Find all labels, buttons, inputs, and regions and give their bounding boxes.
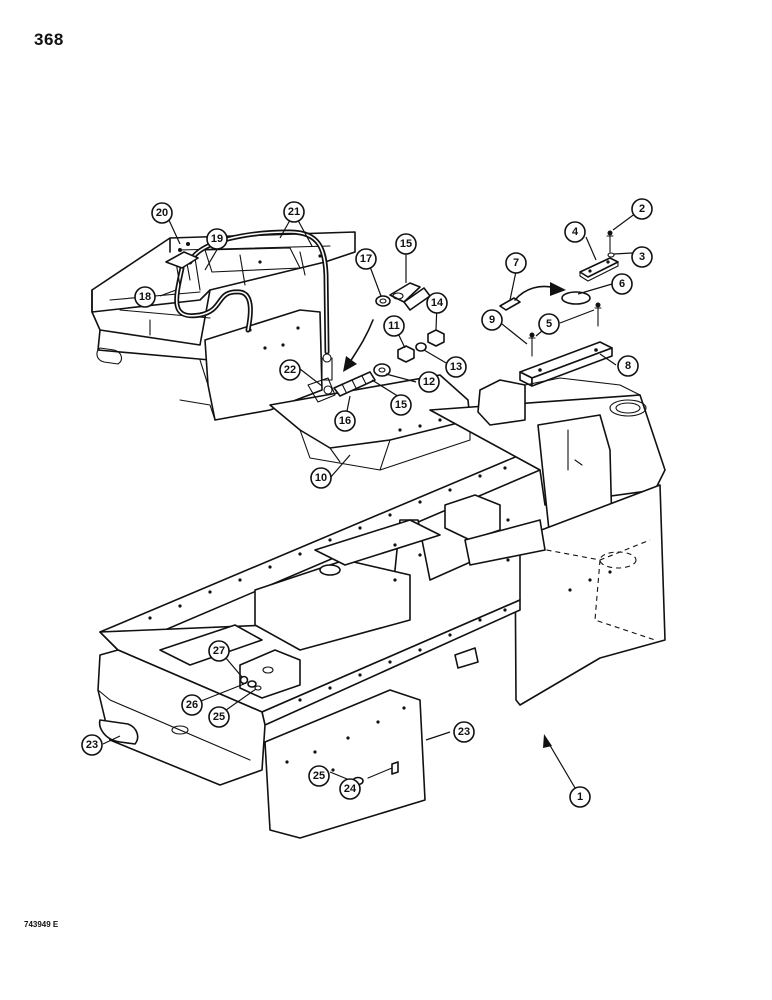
main-frame	[97, 377, 666, 786]
callout-8: 8	[617, 355, 639, 377]
callout-26-label: 26	[186, 699, 198, 711]
callout-15-upper: 15	[395, 233, 417, 255]
callout-11: 11	[383, 315, 405, 337]
callout-14: 14	[426, 292, 448, 314]
callout-25-right-label: 25	[313, 770, 325, 782]
callout-10-label: 10	[315, 472, 327, 484]
callout-18: 18	[134, 286, 156, 308]
callout-9: 9	[481, 309, 503, 331]
callout-23-left-label: 23	[86, 739, 98, 751]
callout-18-label: 18	[139, 291, 151, 303]
callout-13-label: 13	[450, 361, 462, 373]
callout-16-label: 16	[339, 415, 351, 427]
callout-15-lower-label: 15	[395, 399, 407, 411]
callout-7: 7	[505, 252, 527, 274]
callout-12-label: 12	[423, 376, 435, 388]
callout-9-label: 9	[489, 314, 495, 326]
callout-1-label: 1	[577, 791, 583, 803]
callout-11-label: 11	[388, 320, 400, 332]
callout-24-label: 24	[344, 783, 357, 795]
callout-8-label: 8	[625, 360, 631, 372]
callout-3-label: 3	[639, 251, 645, 263]
callout-6-label: 6	[619, 278, 625, 290]
callout-24: 24	[339, 778, 361, 800]
callout-21-label: 21	[288, 206, 300, 218]
callout-20-label: 20	[156, 207, 168, 219]
page-number: 368	[34, 30, 64, 49]
callout-23-right-label: 23	[458, 726, 470, 738]
callout-22: 22	[279, 359, 301, 381]
callout-12: 12	[418, 371, 440, 393]
callout-6: 6	[611, 273, 633, 295]
callout-25-right: 25	[308, 765, 330, 787]
callout-14-label: 14	[431, 297, 444, 309]
callout-26: 26	[181, 694, 203, 716]
callout-19: 19	[206, 228, 228, 250]
drawing-code: 743949 E	[24, 920, 59, 929]
callout-20: 20	[151, 202, 173, 224]
callout-15-upper-label: 15	[400, 238, 412, 250]
pin-hardware-group	[333, 282, 445, 397]
callout-27: 27	[208, 640, 230, 662]
callout-13: 13	[445, 356, 467, 378]
upper-frame-assembly	[91, 231, 471, 471]
callout-25-left-label: 25	[213, 711, 225, 723]
callout-7-label: 7	[513, 257, 519, 269]
callout-19-label: 19	[211, 233, 223, 245]
callout-2-label: 2	[639, 203, 645, 215]
hydraulic-hoses	[165, 229, 333, 381]
callout-23-left: 23	[81, 734, 103, 756]
callout-27-label: 27	[213, 645, 225, 657]
callout-4: 4	[564, 221, 586, 243]
callout-5-label: 5	[546, 318, 552, 330]
callout-22-label: 22	[284, 364, 296, 376]
callout-2: 2	[631, 198, 653, 220]
callout-10: 10	[310, 467, 332, 489]
callout-17: 17	[355, 248, 377, 270]
callout-17-label: 17	[360, 253, 372, 265]
callout-21: 21	[283, 201, 305, 223]
callout-5: 5	[538, 313, 560, 335]
front-side-plate	[264, 689, 426, 839]
callout-4-label: 4	[572, 226, 579, 238]
callout-3: 3	[631, 246, 653, 268]
callout-15-lower: 15	[390, 394, 412, 416]
pad-plate-group	[499, 230, 619, 387]
callout-1: 1	[569, 786, 591, 808]
callout-16: 16	[334, 410, 356, 432]
callout-25-left: 25	[208, 706, 230, 728]
callout-23-right: 23	[453, 721, 475, 743]
